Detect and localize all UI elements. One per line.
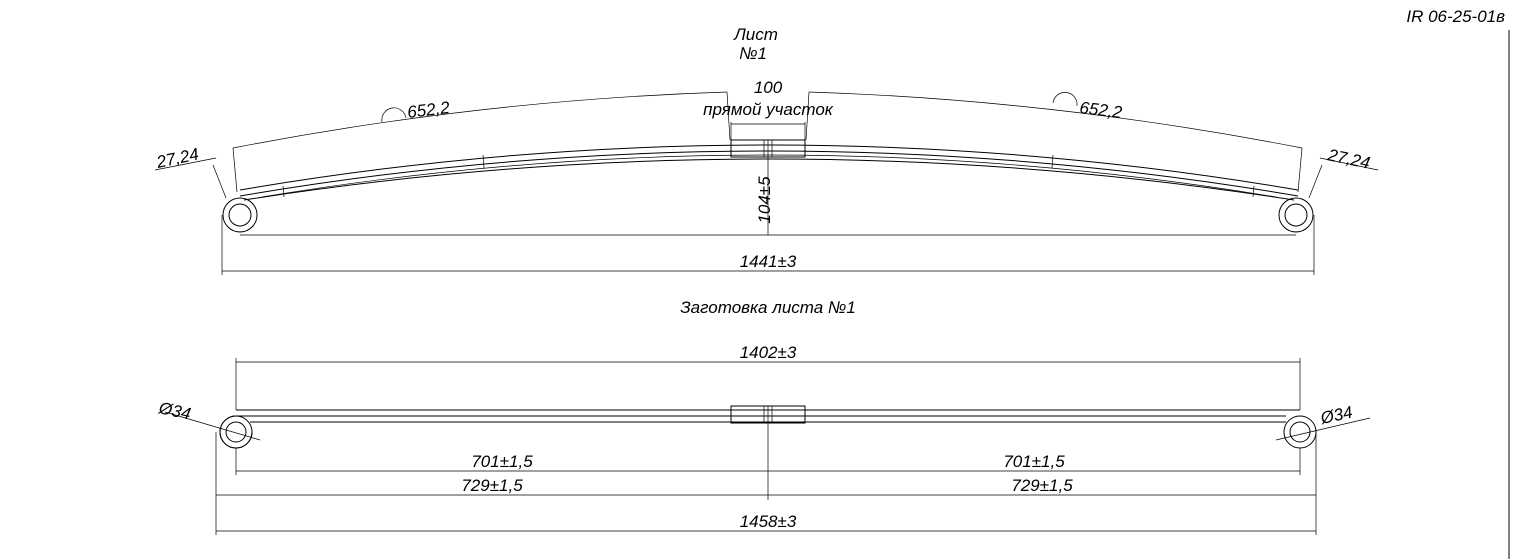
blank-right-eye-inner [1289, 421, 1311, 443]
leaf-title-line1: Лист [733, 25, 778, 44]
end-dim-leader [1319, 157, 1379, 171]
arch-height-label: 104±5 [755, 176, 774, 224]
dim-ext [805, 91, 810, 141]
leaf-bottom-edge [243, 158, 1295, 201]
leaf-center-line [261, 154, 1277, 198]
blank-title: Заготовка листа №1 [680, 298, 856, 317]
segment-mark [482, 154, 485, 169]
right-eye-inner [1284, 203, 1308, 227]
end-dim-leader [154, 157, 217, 171]
half-inner-right-label: 701±1,5 [1003, 452, 1065, 471]
total-length-label: 1458±3 [740, 512, 797, 531]
left-eye-outer [222, 197, 258, 233]
end-left-label: 27,24 [154, 144, 201, 172]
segment-mark [282, 185, 285, 198]
dim-ext [232, 147, 238, 193]
radius-symbol-right [1052, 92, 1078, 107]
eye-diameter-left-label: Ø34 [156, 398, 192, 423]
eye-to-eye-label: 1441±3 [740, 252, 797, 271]
flat-length-label: 100 [754, 78, 783, 97]
drawing-code: IR 06-25-01в [1406, 7, 1505, 26]
leaf-top-edge [239, 144, 1299, 191]
leaf-title-line2: №1 [739, 44, 767, 63]
segment-mark [1051, 154, 1054, 169]
half-inner-left-label: 701±1,5 [471, 452, 533, 471]
leaf-inner-edge [239, 150, 1299, 197]
diameter-leader [1275, 417, 1371, 441]
blank-length-label: 1402±3 [740, 343, 797, 362]
segment-mark [1252, 185, 1255, 198]
end-dim-line [1308, 164, 1323, 199]
end-dim-line [212, 164, 227, 199]
flat-section-label: прямой участок [703, 100, 834, 119]
radius-symbol-left [381, 107, 407, 123]
half-outer-left-label: 729±1,5 [461, 476, 523, 495]
radius-left-label: 652,2 [406, 98, 451, 122]
blank-view: Заготовка листа №1 1402±3 Ø34 Ø34 701±1,… [156, 298, 1371, 535]
radius-right-label: 652,2 [1079, 98, 1124, 122]
blank-left-eye-outer [219, 415, 253, 449]
radius-dim-right [808, 91, 1303, 149]
dim-ext [1297, 147, 1303, 193]
arched-leaf-view: Лист №1 100 прямой участок 652,2 6 [154, 25, 1379, 275]
blank-left-eye-inner [225, 421, 247, 443]
diameter-leader [164, 411, 261, 441]
dim-ext [726, 91, 731, 141]
left-eye-inner [228, 203, 252, 227]
eye-diameter-right-label: Ø34 [1318, 403, 1354, 428]
half-outer-right-label: 729±1,5 [1011, 476, 1073, 495]
radius-dim-left [232, 91, 728, 149]
end-right-label: 27,24 [1325, 145, 1372, 173]
right-eye-outer [1278, 197, 1314, 233]
